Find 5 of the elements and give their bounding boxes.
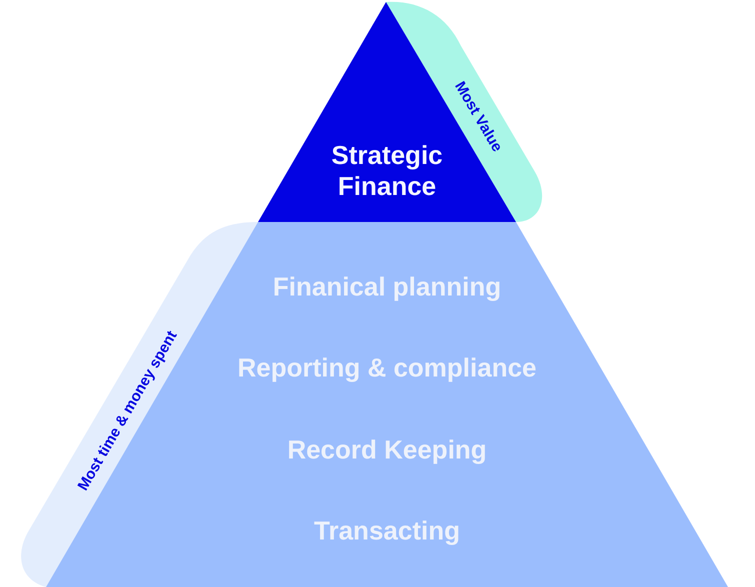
tier-label: Transacting [314,515,460,547]
tier-label: Reporting & compliance [237,352,537,384]
tier-label: Record Keeping [287,434,487,466]
tier-label: Strategic Finance [330,140,444,202]
tier-label: Finanical planning [272,271,502,303]
